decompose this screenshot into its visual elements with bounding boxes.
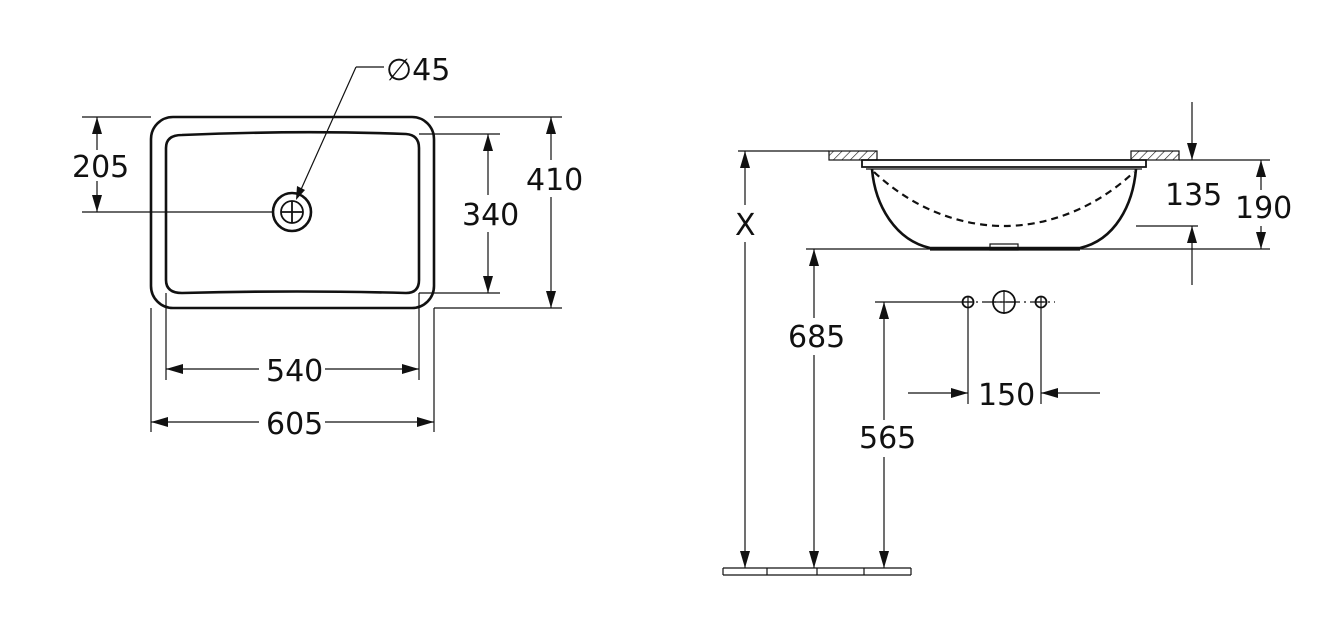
drain-leader bbox=[296, 66, 384, 200]
basin-section bbox=[861, 159, 1147, 251]
tap-hole-left bbox=[961, 295, 975, 309]
dim-190 bbox=[1198, 160, 1270, 250]
tap-height-label: 565 bbox=[859, 421, 916, 456]
side-view: X 685 565 bbox=[722, 102, 1292, 576]
tap-hole-center bbox=[992, 290, 1016, 314]
installation-height-label: X bbox=[735, 208, 756, 243]
dim-x bbox=[738, 150, 829, 568]
dim-540 bbox=[165, 293, 420, 380]
drain-offset-label: 205 bbox=[72, 150, 129, 185]
dim-565 bbox=[875, 301, 958, 568]
outer-width-label: 605 bbox=[266, 407, 323, 442]
dim-150 bbox=[908, 308, 1100, 404]
dim-410 bbox=[434, 116, 562, 309]
outer-depth-label: 410 bbox=[526, 163, 583, 198]
tap-spacing-label: 150 bbox=[978, 378, 1035, 413]
dim-205 bbox=[82, 116, 272, 213]
tap-hole-right bbox=[1034, 295, 1048, 309]
dim-685 bbox=[806, 248, 1198, 568]
basin-inner-outline bbox=[164, 130, 421, 295]
dim-340 bbox=[419, 133, 500, 294]
bottom-height-label: 685 bbox=[788, 320, 845, 355]
drain-symbol bbox=[271, 191, 313, 233]
dim-135 bbox=[1136, 102, 1270, 285]
countertop-left-section bbox=[828, 150, 878, 161]
basin-height-label: 135 bbox=[1165, 178, 1222, 213]
overall-height-label: 190 bbox=[1235, 191, 1292, 226]
floor-line bbox=[722, 567, 912, 576]
countertop-right-section bbox=[1130, 150, 1180, 161]
dim-605 bbox=[150, 308, 435, 432]
tap-holes bbox=[958, 290, 1055, 314]
inner-width-label: 540 bbox=[266, 354, 323, 389]
top-view: ∅45 205 410 34 bbox=[72, 53, 583, 442]
inner-depth-label: 340 bbox=[462, 198, 519, 233]
drain-diameter-label: ∅45 bbox=[386, 53, 450, 88]
